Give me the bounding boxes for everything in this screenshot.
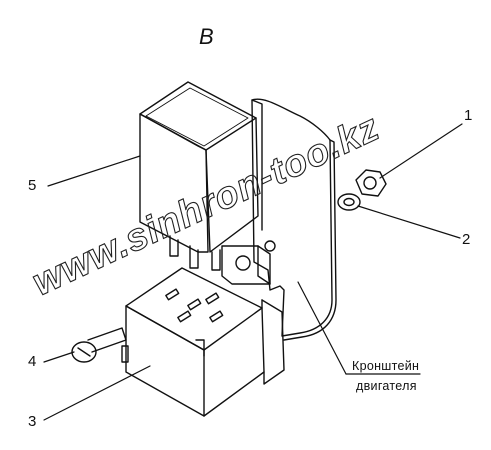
- view-label: В: [199, 24, 214, 49]
- caption-line-1: Кронштейн: [352, 359, 419, 373]
- relay: [139, 81, 259, 271]
- screw: [71, 327, 127, 363]
- callout-4: 4: [28, 353, 36, 370]
- callout-1: 1: [464, 107, 472, 124]
- engine-bracket: [251, 98, 337, 341]
- callout-5: 5: [28, 177, 36, 194]
- callout-2: 2: [462, 231, 470, 248]
- washer: [337, 193, 361, 211]
- mounting-tab: [221, 245, 271, 285]
- caption-line-2: двигателя: [356, 379, 417, 393]
- callout-3: 3: [28, 413, 36, 430]
- leader-lines: [43, 123, 463, 421]
- nut: [355, 169, 387, 197]
- relay-socket: [121, 267, 285, 417]
